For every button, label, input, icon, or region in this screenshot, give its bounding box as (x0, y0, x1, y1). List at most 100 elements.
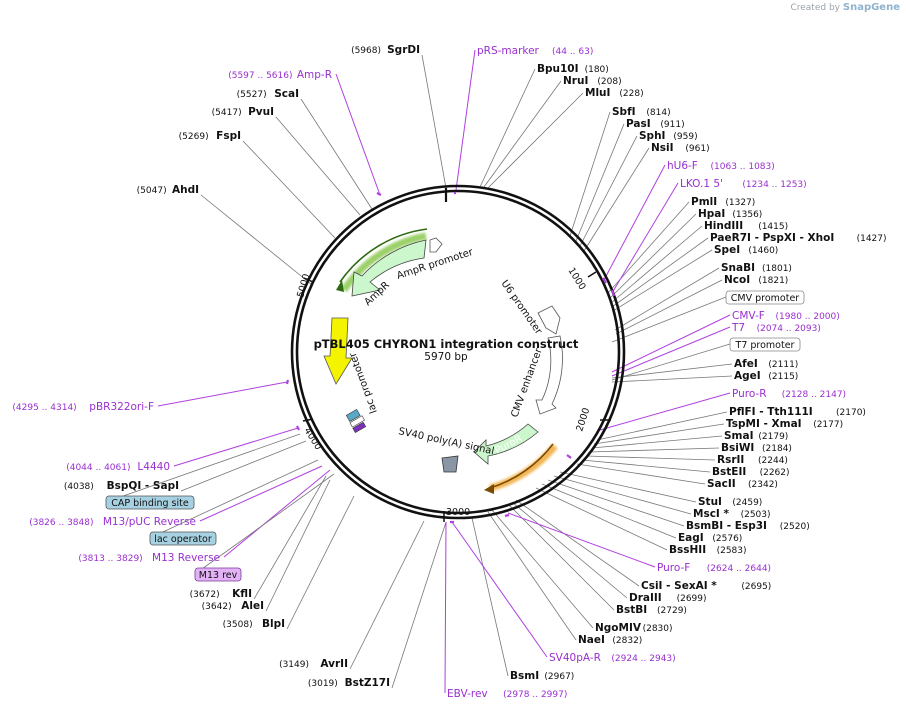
enzyme-position: (2503) (741, 510, 771, 520)
tick-label: 2000 (574, 407, 592, 433)
enzyme-position: (911) (660, 120, 684, 130)
enzyme-position: (959) (673, 132, 697, 142)
enzyme-label: BsiWI (721, 442, 754, 454)
enzyme-position: (1356) (732, 210, 762, 220)
primer-position: (44 .. 63) (552, 47, 593, 57)
enzyme-label: PaeR7I - PspXI - XhoI (710, 232, 834, 244)
enzyme-label: BstBI (616, 604, 647, 616)
feature-box (729, 337, 801, 352)
enzyme-position: (3019) (308, 679, 338, 689)
primer-position: (2074 .. 2093) (757, 324, 821, 334)
primer-position: (1234 .. 1253) (742, 180, 806, 190)
enzyme-label: SmaI (724, 430, 754, 442)
enzyme-label: PmlI (691, 196, 717, 208)
enzyme-label: NsiI (651, 142, 674, 154)
puror-arrowhead (484, 484, 494, 494)
primer-arcs (285, 191, 616, 524)
enzyme-position: (2184) (762, 444, 792, 454)
primer-label: T7 (731, 322, 745, 334)
snapgene-credit: Created by SnapGene (790, 2, 900, 13)
puror-feature (473, 423, 539, 465)
primer-position: (4044 .. 4061) (66, 463, 130, 473)
enzyme-position: (2459) (732, 498, 762, 508)
enzyme-label: BsmBI - Esp3I (686, 520, 767, 532)
backbone-outer (290, 184, 626, 520)
feature-box-label: M13 rev (199, 570, 238, 581)
enzyme-label: NaeI (578, 634, 605, 646)
enzyme-position: (2967) (544, 672, 574, 682)
enzyme-label: SgrDI (387, 44, 420, 56)
lac-promoter-label: lac promoter (347, 350, 380, 415)
primer-position: (5597 .. 5616) (228, 71, 292, 81)
enzyme-position: (3672) (190, 590, 220, 600)
feature-box-label: CMV promoter (731, 293, 800, 304)
enzyme-position: (5968) (351, 46, 381, 56)
tick-label: 4000 (301, 426, 323, 452)
enzyme-position: (2695) (741, 582, 771, 592)
primer-label: SV40pA-R (549, 652, 601, 664)
enzyme-label: SbfI (612, 106, 636, 118)
enzyme-label: DraIII (629, 592, 662, 604)
sv40-polya-label: SV40 poly(A) signal (397, 426, 495, 457)
enzyme-label: BlpI (262, 618, 285, 630)
tick-label: 1000 (565, 266, 587, 292)
enzyme-position: (2111) (768, 360, 798, 370)
enzyme-position: (2170) (836, 408, 866, 418)
primer-position: (2978 .. 2997) (503, 690, 567, 700)
enzyme-label: Bpu10I (537, 63, 579, 75)
enzyme-label: HindIII (704, 220, 743, 232)
feature-box-label: CAP binding site (111, 498, 189, 509)
primer-position: (2128 .. 2147) (782, 390, 846, 400)
enzyme-position: (2115) (768, 372, 798, 382)
enzyme-position: (1460) (748, 246, 778, 256)
enzyme-label: SpeI (714, 244, 740, 256)
enzyme-label: MscI * (693, 508, 729, 520)
enzyme-position: (3149) (279, 660, 309, 670)
primer-label: M13 Reverse (152, 552, 220, 564)
backbone-inner (295, 189, 621, 515)
ampr-promoter-feature (429, 237, 443, 253)
enzyme-label: TspMI - XmaI (726, 418, 802, 430)
enzyme-label: SnaBI (721, 262, 755, 274)
ori-feature (323, 317, 353, 385)
enzyme-label: PflFI - Tth111I (729, 406, 813, 418)
enzyme-label: AhdI (172, 184, 199, 196)
enzyme-label: MluI (585, 87, 610, 99)
enzyme-position: (1327) (725, 198, 755, 208)
enzyme-position: (814) (646, 108, 670, 118)
enzyme-label: RsrII (717, 454, 744, 466)
enzyme-position: (1801) (762, 264, 792, 274)
enzyme-label: SacII (707, 478, 736, 490)
enzyme-position: (5269) (179, 132, 209, 142)
primer-position: (1980 .. 2000) (776, 312, 840, 322)
puror-label: PuroR (493, 433, 524, 456)
primer-position: (1063 .. 1083) (711, 162, 775, 172)
feature-box-label: T7 promoter (735, 340, 795, 351)
feature-box (105, 495, 195, 510)
primer-label: Amp-R (297, 69, 332, 81)
enzyme-label: BstEII (712, 466, 746, 478)
feature-box (194, 567, 242, 582)
primer-position: (3813 .. 3829) (78, 554, 142, 564)
feature-box (725, 290, 805, 305)
ampr-highlight (341, 232, 427, 292)
enzyme-position: (2729) (657, 606, 687, 616)
primer-label: EBV-rev (447, 688, 488, 700)
ampr-feature (351, 239, 427, 297)
leader-lines (105, 49, 733, 694)
u6-promoter-label: U6 promoter (499, 278, 545, 337)
enzyme-position: (2583) (717, 546, 747, 556)
enzyme-label: NgoMIV (595, 622, 642, 634)
primer-label: L4440 (137, 461, 170, 473)
enzyme-label: PvuI (248, 106, 274, 118)
enzyme-position: (2177) (813, 420, 843, 430)
enzyme-position: (2262) (760, 468, 790, 478)
primer-label: M13/pUC Reverse (103, 516, 196, 528)
feature-box (149, 531, 217, 546)
plasmid-size: 5970 bp (424, 351, 468, 363)
cmv-enhancer-feature (535, 335, 563, 415)
primer-position: (3826 .. 3848) (29, 518, 93, 528)
enzyme-position: (2342) (748, 480, 778, 490)
enzyme-position: (208) (597, 77, 621, 87)
